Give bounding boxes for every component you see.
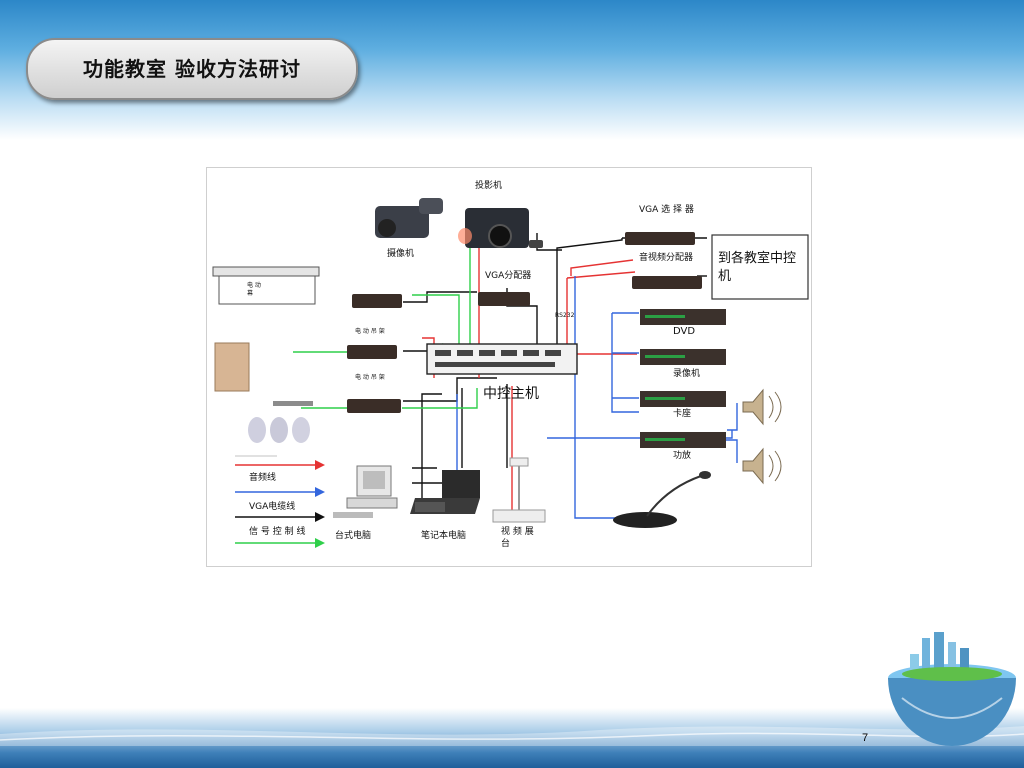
vga-lines [403, 233, 707, 513]
legend-audio-arrow [315, 460, 325, 470]
legend-signal-arrow [315, 538, 325, 548]
screen-icon [212, 266, 320, 277]
to-classrooms-label: 到各教室中控机 [718, 251, 797, 284]
spotlight-icon [248, 401, 313, 443]
vga-selector-label: VGA 选 择 器 [639, 205, 694, 215]
desktop-label: 台式电脑 [335, 531, 372, 541]
footer-gradient [0, 708, 1024, 768]
lift2-label: 电 动 吊 架 [355, 374, 385, 381]
vcr-label: 录像机 [673, 369, 701, 379]
desktop-computer-icon [333, 465, 398, 518]
av-distributor-label: 音视频分配器 [639, 253, 694, 263]
slide-title-pill: 功能教室 验收方法研讨 [26, 38, 358, 100]
device-boxes [347, 232, 702, 413]
visualizer-label: 视 频 展 台 [501, 527, 534, 549]
visualizer-icon [492, 457, 546, 523]
dvd-label: DVD [673, 326, 696, 337]
globe-city-decoration [888, 632, 1016, 746]
amplifier-label: 功放 [673, 451, 692, 461]
laptop-icon [410, 470, 480, 514]
legend-vga-label: VGA电缆线 [249, 502, 296, 512]
av-rack-icons [640, 309, 726, 448]
whiteboard-icon [214, 342, 250, 392]
legend-vga-arrow [315, 512, 325, 522]
camera-label: 摄像机 [387, 249, 415, 259]
projector-label: 投影机 [475, 181, 503, 191]
speaker-icons [742, 388, 782, 485]
projector-icon [458, 208, 543, 248]
rs232-label: RS232 [555, 312, 575, 319]
central-controller-label: 中控主机 [483, 386, 539, 402]
screen-label: 电 动 幕 [247, 282, 261, 297]
slide-title: 功能教室 验收方法研讨 [83, 57, 301, 81]
microphone-icon [613, 471, 711, 528]
vga-distributor-label: VGA分配器 [485, 271, 532, 281]
laptop-label: 笔记本电脑 [421, 531, 467, 541]
legend-video-arrow [315, 487, 325, 497]
page-number: 7 [862, 732, 869, 744]
legend-signal-label: 信 号 控 制 线 [249, 527, 306, 537]
cassette-label: 卡座 [673, 409, 692, 419]
footer-wave-decoration [0, 726, 1024, 746]
to-classrooms-box [711, 234, 809, 300]
diagram-graphics [212, 198, 809, 548]
camera-icon [375, 198, 443, 238]
central-controller-icon [426, 343, 578, 375]
lift1-label: 电 动 吊 架 [355, 328, 385, 335]
legend-audio-label: 音频线 [249, 473, 277, 483]
system-diagram: 投影机 摄像机 VGA分配器 VGA 选 择 器 音视频分配器 到各教室中控机 … [206, 167, 812, 567]
